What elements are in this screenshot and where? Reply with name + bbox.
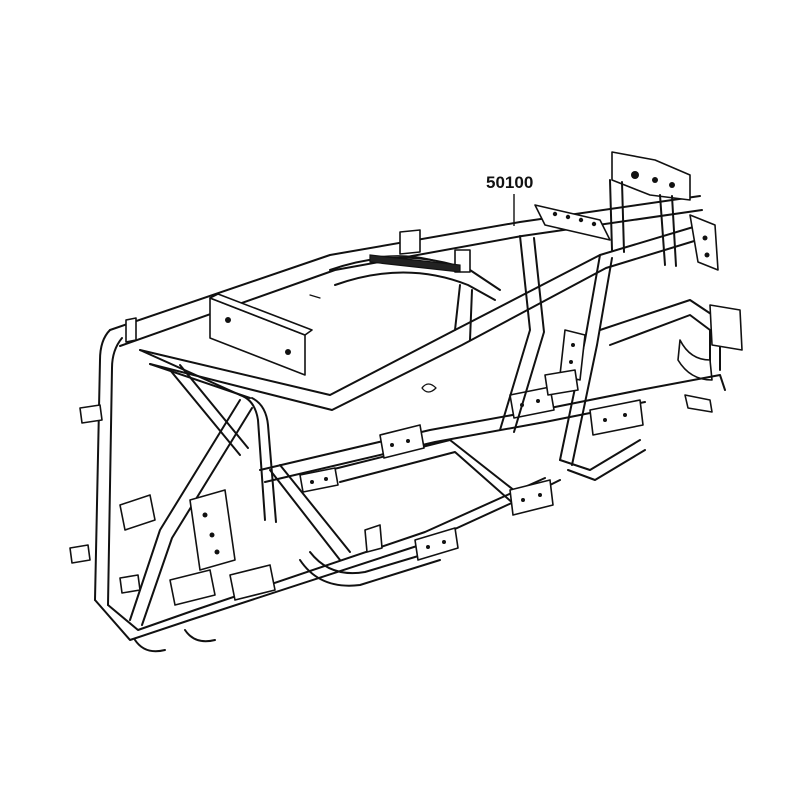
front-cross-braces <box>129 364 351 626</box>
seat-arch <box>329 255 501 341</box>
part-label-frame: 50100 <box>486 173 533 192</box>
front-hoop <box>94 329 277 606</box>
mid-rails <box>259 386 646 483</box>
rear-axle-area <box>599 299 743 413</box>
seat-brackets <box>309 229 471 393</box>
shock-mount-bracket <box>534 204 611 241</box>
rear-tower <box>609 151 719 271</box>
front-steering-plate <box>209 293 313 376</box>
frame-assembly <box>69 151 743 653</box>
mounting-tabs <box>69 317 554 594</box>
rear-lower-brackets <box>544 369 646 481</box>
upper-seat-rails <box>109 195 705 411</box>
front-suspension-mounts <box>119 489 276 653</box>
rear-struts <box>499 235 613 466</box>
